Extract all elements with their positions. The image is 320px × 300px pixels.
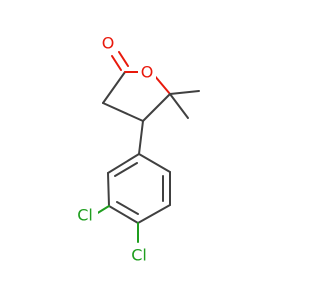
bond-c4-aryl <box>138 120 144 155</box>
bond-aryl-cl-upper <box>95 205 110 215</box>
carbonyl-bond-b <box>118 51 129 67</box>
carbonyl-oxygen-label-bg <box>99 32 117 52</box>
bond-c2-c3 <box>102 71 126 104</box>
methyl-bond-lower <box>169 93 189 119</box>
aromatic-inner-2 <box>116 201 139 215</box>
chlorine-lower-label: Cl <box>131 246 147 265</box>
bond-c3-c4 <box>102 102 144 122</box>
carbonyl-bond-a <box>111 55 122 71</box>
chlorine-lower-label-bg <box>126 244 152 266</box>
ring-oxygen-label: O <box>141 63 154 82</box>
carbonyl-oxygen-label: O <box>102 34 115 53</box>
bond-c4-c5 <box>142 93 171 122</box>
aryl-bond-1 <box>107 153 140 174</box>
ring-oxygen-label-bg <box>138 61 156 81</box>
methyl-bond-upper <box>169 90 200 95</box>
chlorine-upper-label-bg <box>72 204 98 226</box>
chlorine-upper-label: Cl <box>77 206 93 225</box>
aromatic-inner-1 <box>114 162 138 177</box>
molecule-structure: O O Cl Cl <box>72 32 200 266</box>
aryl-bond-3 <box>108 205 139 224</box>
aryl-bond-4 <box>137 204 171 224</box>
aryl-bond-2 <box>107 172 110 207</box>
bond-c5-o1 <box>153 74 171 95</box>
aryl-bond-6 <box>138 153 171 173</box>
